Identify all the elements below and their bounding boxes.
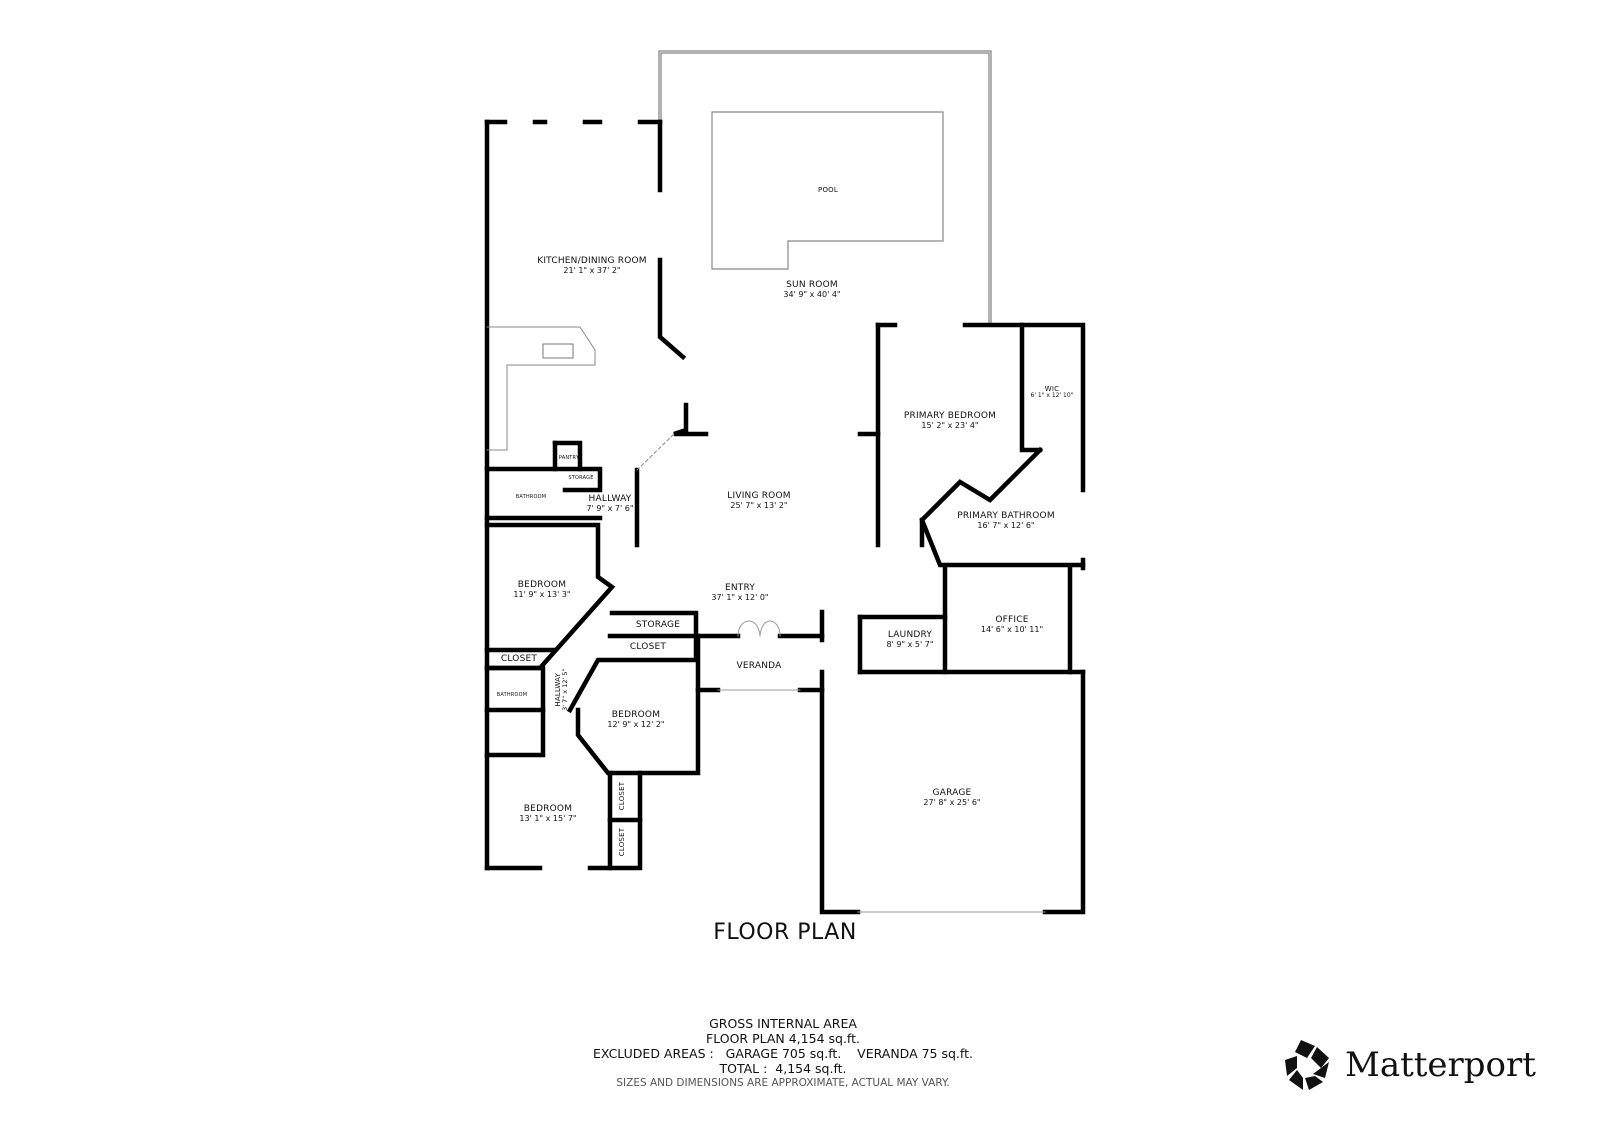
room-living-room: LIVING ROOM 25' 7" x 13' 2" bbox=[727, 491, 791, 511]
room-entry: ENTRY 37' 1" x 12' 0" bbox=[711, 583, 769, 603]
pool-outline bbox=[711, 111, 944, 270]
area-excluded: EXCLUDED AREAS : GARAGE 705 sq.ft. VERAN… bbox=[593, 1046, 973, 1061]
room-bedroom-south: BEDROOM 13' 1" x 15' 7" bbox=[519, 804, 577, 824]
room-closet-west: CLOSET bbox=[500, 654, 538, 664]
brand-name: Matterport bbox=[1345, 1045, 1536, 1085]
kitchen-sink bbox=[542, 343, 574, 359]
room-bedroom-west: BEDROOM 11' 9" x 13' 3" bbox=[513, 580, 571, 600]
area-disclaimer: SIZES AND DIMENSIONS ARE APPROXIMATE, AC… bbox=[616, 1077, 950, 1089]
plan-title: FLOOR PLAN bbox=[713, 920, 857, 945]
room-veranda: VERANDA bbox=[736, 661, 782, 671]
area-floor-plan: FLOOR PLAN 4,154 sq.ft. bbox=[706, 1031, 860, 1046]
room-primary-bathroom: PRIMARY BATHROOM 16' 7" x 12' 6" bbox=[957, 511, 1055, 531]
room-primary-bedroom: PRIMARY BEDROOM 15' 2" x 23' 4" bbox=[903, 411, 997, 431]
area-total: TOTAL : 4,154 sq.ft. bbox=[719, 1061, 847, 1076]
room-bathroom-2: BATHROOM bbox=[496, 692, 528, 698]
room-storage-hall: STORAGE bbox=[568, 475, 594, 481]
room-closet-south-1: CLOSET bbox=[617, 781, 626, 811]
room-hallway-2: HALLWAY 3' 7" x 12' 5" bbox=[554, 668, 570, 711]
matterport-logo-icon bbox=[1285, 1040, 1329, 1090]
kitchen-counter bbox=[486, 326, 596, 451]
room-closet-center: CLOSET bbox=[629, 642, 667, 652]
area-summary: GROSS INTERNAL AREA FLOOR PLAN 4,154 sq.… bbox=[593, 1016, 973, 1091]
room-sun-room: SUN ROOM 34' 9" x 40' 4" bbox=[783, 280, 841, 300]
room-wic: WIC 6' 1" x 12' 10" bbox=[1030, 385, 1074, 400]
room-pool: POOL bbox=[818, 186, 838, 194]
room-garage: GARAGE 27' 8" x 25' 6" bbox=[923, 788, 981, 808]
exterior-walls bbox=[484, 119, 1086, 915]
room-pantry: PANTRY bbox=[558, 455, 580, 461]
area-heading: GROSS INTERNAL AREA bbox=[709, 1016, 857, 1031]
room-bathroom-1: BATHROOM bbox=[515, 494, 547, 500]
room-hallway-1: HALLWAY 7' 9" x 7' 6" bbox=[586, 494, 634, 514]
room-closet-south-2: CLOSET bbox=[617, 827, 626, 857]
room-kitchen-dining: KITCHEN/DINING ROOM 21' 1" x 37' 2" bbox=[537, 256, 647, 276]
room-office: OFFICE 14' 6" x 10' 11" bbox=[980, 615, 1044, 635]
room-bedroom-center: BEDROOM 12' 9" x 12' 2" bbox=[607, 710, 665, 730]
room-laundry: LAUNDRY 8' 9" x 5' 7" bbox=[886, 630, 934, 650]
room-storage-entry: STORAGE bbox=[635, 620, 681, 630]
brand-logo: Matterport bbox=[1283, 1038, 1536, 1092]
